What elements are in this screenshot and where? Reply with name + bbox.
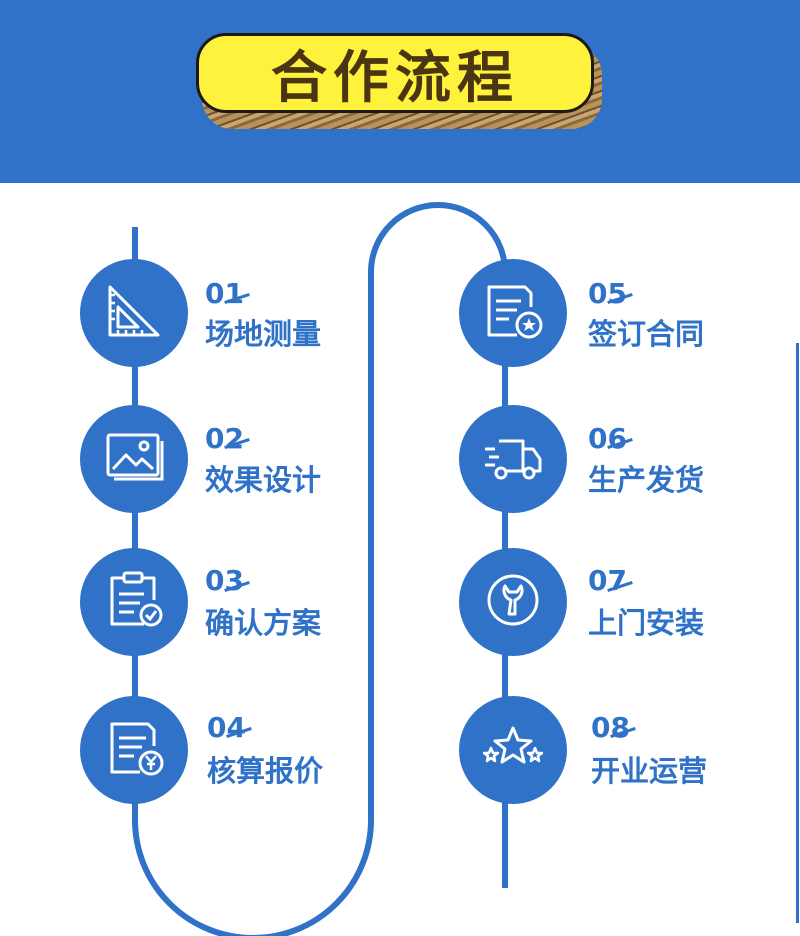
contract-star-badge-icon xyxy=(487,285,543,339)
header-banner: 合作流程 xyxy=(0,0,800,183)
step-02-label: 效果设计 xyxy=(205,463,322,497)
delivery-truck-icon xyxy=(485,439,542,480)
picture-frame-icon xyxy=(106,433,164,481)
step-01-label: 场地测量 xyxy=(205,317,322,351)
step-08-label: 开业运营 xyxy=(591,754,708,788)
step-05-number: 05 xyxy=(588,277,627,310)
step-05-circle xyxy=(459,259,567,367)
clipboard-check-icon xyxy=(110,571,163,627)
right-edge-line xyxy=(796,343,799,923)
document-yen-icon xyxy=(110,722,164,776)
step-06-circle xyxy=(459,405,567,513)
page-title: 合作流程 xyxy=(271,45,519,111)
step-07-circle xyxy=(459,548,567,656)
wrench-circle-icon xyxy=(487,574,539,626)
set-square-ruler-icon xyxy=(108,285,160,337)
step-02-circle xyxy=(80,405,188,513)
step-01-number: 01 xyxy=(205,277,244,310)
step-07-number: 07 xyxy=(588,564,627,597)
title-badge: 合作流程 xyxy=(196,33,602,129)
step-08-number: 08 xyxy=(591,711,630,744)
step-03-label: 确认方案 xyxy=(205,606,322,640)
title-pill: 合作流程 xyxy=(196,33,594,113)
step-04-label: 核算报价 xyxy=(207,754,324,788)
step-06-label: 生产发货 xyxy=(588,463,705,497)
step-08-circle xyxy=(459,696,567,804)
step-03-number: 03 xyxy=(205,564,244,597)
step-03-circle xyxy=(80,548,188,656)
step-05-label: 签订合同 xyxy=(588,317,705,351)
three-stars-icon xyxy=(483,726,543,764)
step-06-number: 06 xyxy=(588,422,627,455)
step-01-circle xyxy=(80,259,188,367)
step-02-number: 02 xyxy=(205,422,244,455)
step-04-number: 04 xyxy=(207,711,246,744)
step-04-circle xyxy=(80,696,188,804)
step-07-label: 上门安装 xyxy=(588,606,705,640)
